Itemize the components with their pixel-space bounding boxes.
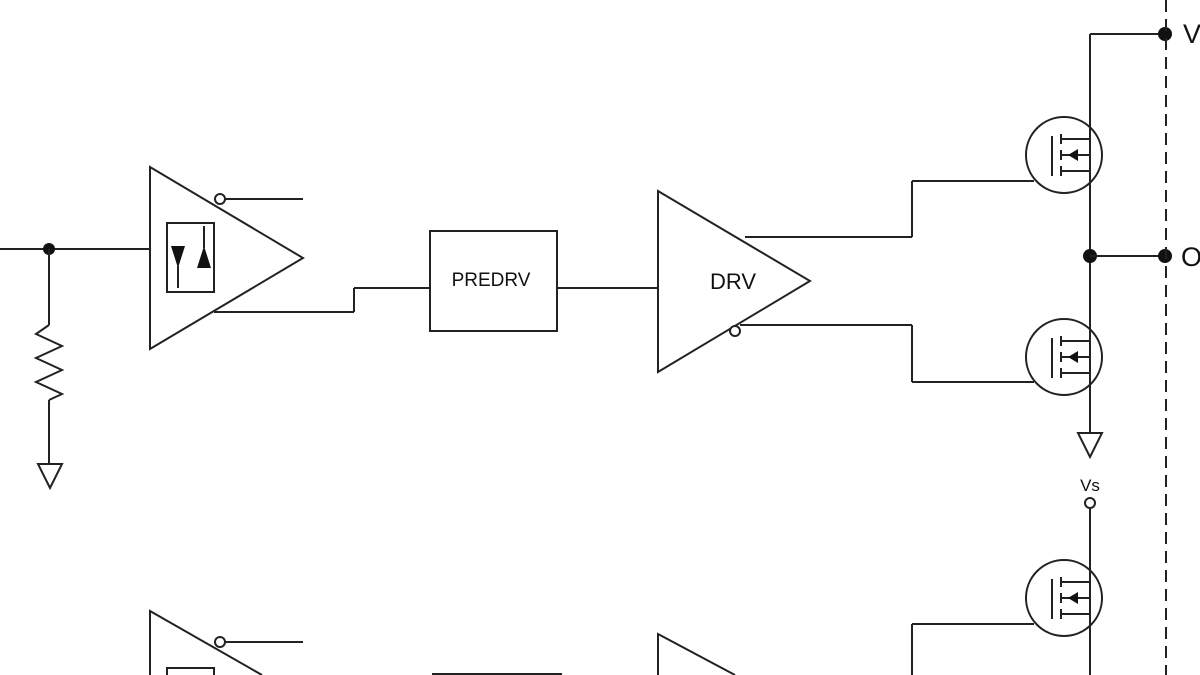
top-pin-label: V (1183, 19, 1200, 49)
driver-inverted-output-bubble (729, 325, 741, 337)
hysteresis-arrow-up (197, 246, 211, 268)
predriver-block: PREDRV (429, 230, 658, 332)
input-network (0, 243, 150, 491)
hysteresis-arrow-down (171, 246, 185, 268)
lower-driver-triangle (657, 632, 736, 675)
predriver-box (429, 230, 558, 332)
vs-label: Vs (1080, 476, 1100, 495)
second-high-side-mosfet (1025, 559, 1103, 637)
high-side-mosfet (1025, 116, 1103, 194)
comparator-triangle (149, 165, 305, 351)
lower-channel (149, 609, 736, 675)
low-side-mosfet (1025, 318, 1103, 396)
ground-symbol-right (1076, 432, 1104, 460)
lower-comparator-bubble (214, 636, 226, 648)
lower-comparator-triangle (149, 609, 263, 675)
high-side-mosfet-body (1025, 116, 1103, 194)
high-side-body-arrow (1068, 149, 1078, 161)
vs-terminal (1084, 497, 1096, 509)
mid-pin-label: O (1181, 242, 1200, 272)
comparator-inverted-output-bubble (214, 193, 226, 205)
second-mosfet-body-arrow (1068, 592, 1078, 604)
lower-hysteresis-box (166, 667, 215, 675)
hysteresis-comparator (149, 165, 430, 351)
second-mosfet-body (1025, 559, 1103, 637)
predriver-label: PREDRV (452, 270, 531, 291)
pulldown-resistor (33, 324, 65, 401)
low-side-mosfet-body (1025, 318, 1103, 396)
ground-symbol-left (36, 463, 64, 491)
supply-pin-dot (1158, 27, 1172, 41)
driver-label: DRV (710, 269, 756, 294)
output-stage: Vs V O (911, 0, 1200, 675)
driver-block: DRV (657, 180, 1034, 383)
hysteresis-box (166, 222, 215, 293)
low-side-body-arrow (1068, 351, 1078, 363)
